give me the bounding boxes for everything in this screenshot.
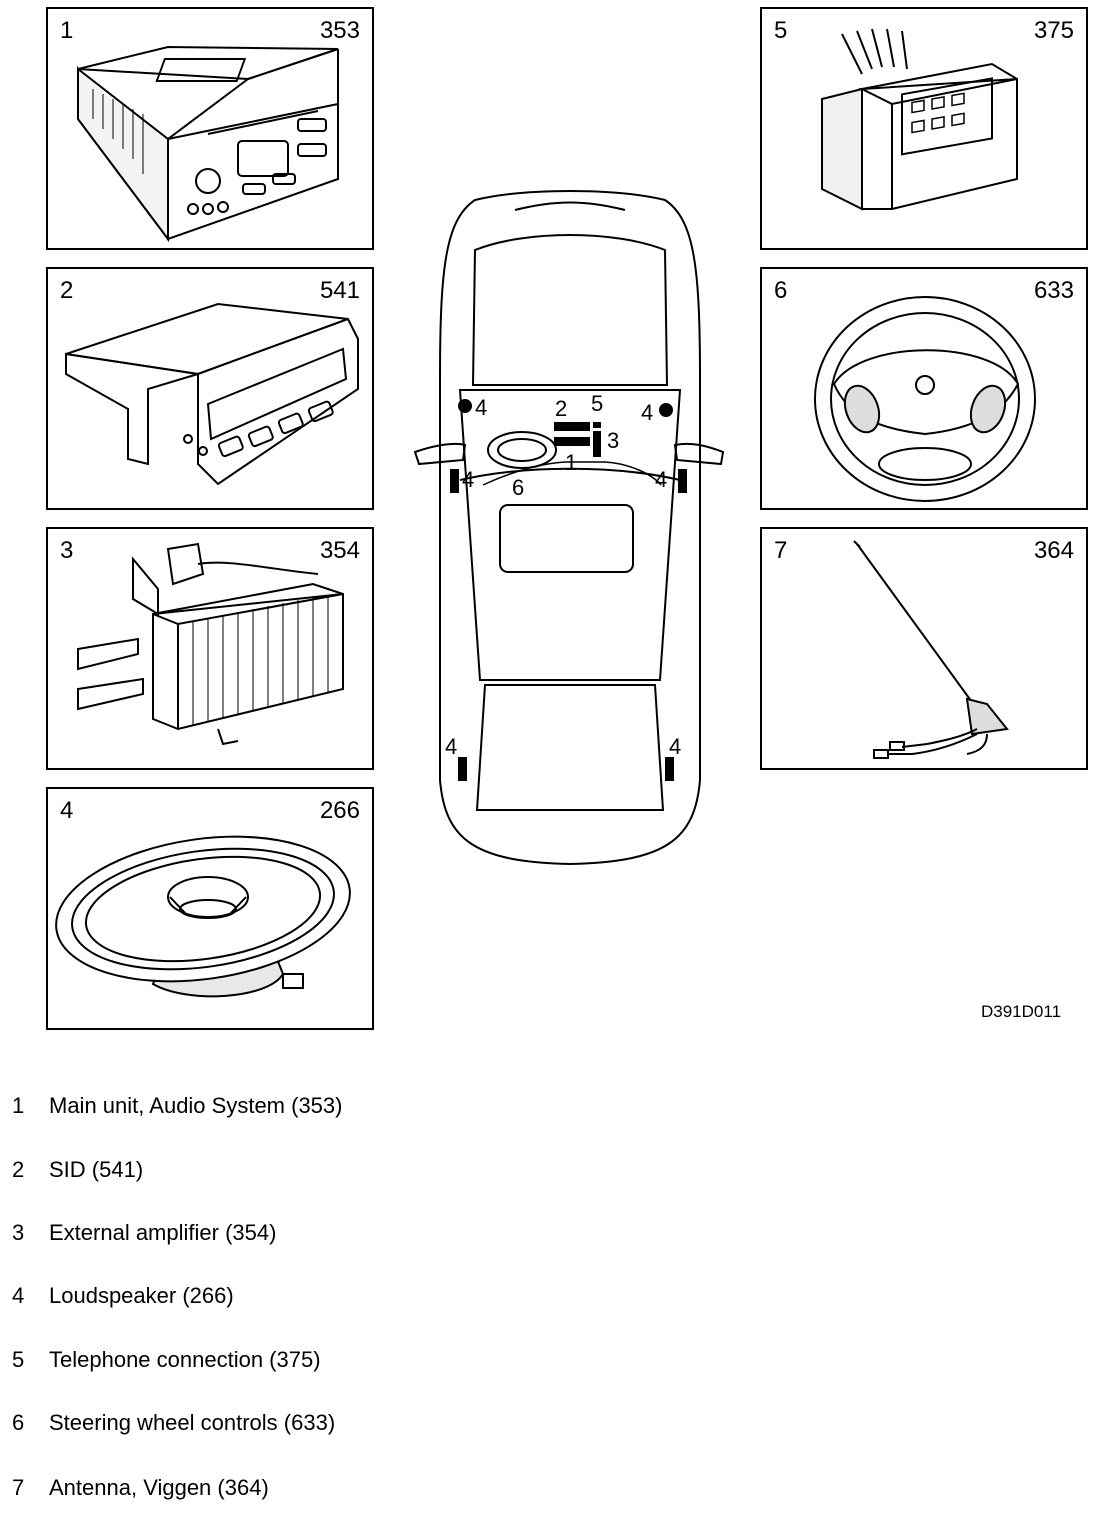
- speaker-door-left-marker: [450, 469, 459, 493]
- left-mirror: [413, 442, 467, 466]
- speaker-rear-left-marker: [458, 757, 467, 781]
- legend-number: 7: [12, 1475, 25, 1500]
- sid-marker: [554, 422, 590, 431]
- callout-speaker-door-right: 4: [655, 467, 667, 492]
- legend-number: 5: [12, 1347, 25, 1372]
- callout-sid: 2: [555, 396, 567, 421]
- legend-number: 4: [12, 1283, 25, 1308]
- legend-number: 2: [12, 1157, 25, 1182]
- panel-number: 2: [60, 277, 74, 304]
- rear-window: [475, 684, 665, 811]
- speaker-front-left-marker: [458, 399, 472, 413]
- callout-telephone: 5: [591, 391, 603, 416]
- main-unit-illustration: [77, 45, 339, 242]
- panel-number: 1: [60, 17, 74, 44]
- callout-speaker-rear-right: 4: [669, 734, 681, 759]
- callout-speaker-rear-left: 4: [445, 734, 457, 759]
- main-unit-leader: [482, 461, 662, 486]
- car-body-outline: [439, 190, 701, 866]
- legend-text: Telephone connection (375): [49, 1347, 321, 1372]
- callout-main-unit: 1: [565, 450, 577, 475]
- panel-number: 6: [774, 277, 788, 304]
- callout-speaker-front-left: 4: [475, 395, 487, 420]
- steering-wheel-marker: [487, 431, 557, 469]
- legend-text: SID (541): [49, 1157, 144, 1182]
- legend-number: 6: [12, 1410, 25, 1435]
- panel-code: 375: [1033, 17, 1074, 44]
- main-unit-marker: [554, 437, 590, 446]
- legend-number: 1: [12, 1093, 25, 1118]
- steering-wheel-illustration: [814, 296, 1036, 502]
- panel-sid: 2 541: [46, 267, 374, 510]
- panel-code: 354: [319, 537, 360, 564]
- cabin-outline: [458, 389, 682, 681]
- panel-number: 3: [60, 537, 74, 564]
- antenna-illustration: [853, 540, 1009, 759]
- callout-steering-wheel: 6: [512, 475, 524, 500]
- right-mirror: [673, 442, 725, 466]
- panel-code: 266: [319, 797, 360, 824]
- panel-antenna: 7 364: [760, 527, 1088, 770]
- speaker-front-right-marker: [659, 403, 673, 417]
- panel-code: 364: [1033, 537, 1074, 564]
- panel-number: 4: [60, 797, 74, 824]
- legend-text: Loudspeaker (266): [49, 1283, 234, 1308]
- speaker-rear-right-marker: [665, 757, 674, 781]
- sunroof: [499, 504, 634, 573]
- amplifier-illustration: [77, 542, 344, 746]
- sid-illustration: [65, 302, 359, 486]
- legend-number: 3: [12, 1220, 25, 1245]
- panel-code: 633: [1033, 277, 1074, 304]
- callout-speaker-door-left: 4: [462, 467, 474, 492]
- figure-reference: D391D011: [981, 1002, 1062, 1021]
- phone-marker: [593, 422, 601, 428]
- callout-speaker-front-right: 4: [641, 400, 653, 425]
- telephone-connector-illustration: [821, 28, 1018, 211]
- dashboard-line: [459, 467, 681, 481]
- bonnet-seam: [514, 201, 626, 211]
- legend-text: Main unit, Audio System (353): [49, 1093, 343, 1118]
- windshield-outline: [471, 234, 669, 386]
- car-overview-diagram: 4 4 4 4 4 4 2 5 3 1 6: [413, 190, 725, 866]
- panel-main-unit: 1 353: [46, 7, 374, 250]
- panel-code: 353: [319, 17, 360, 44]
- loudspeaker-illustration: [55, 835, 351, 998]
- panel-telephone-connection: 5 375: [760, 7, 1088, 250]
- panel-amplifier: 3 354: [46, 527, 374, 770]
- panel-loudspeaker: 4 266: [46, 787, 374, 1030]
- callout-amplifier: 3: [607, 428, 619, 453]
- panel-number: 5: [774, 17, 788, 44]
- panel-steering-wheel: 6 633: [760, 267, 1088, 510]
- legend-text: Antenna, Viggen (364): [49, 1475, 269, 1500]
- panel-number: 7: [774, 537, 788, 564]
- legend-text: Steering wheel controls (633): [49, 1410, 336, 1435]
- legend-text: External amplifier (354): [49, 1220, 277, 1245]
- speaker-door-right-marker: [678, 469, 687, 493]
- amplifier-marker: [593, 431, 601, 457]
- panel-code: 541: [319, 277, 360, 304]
